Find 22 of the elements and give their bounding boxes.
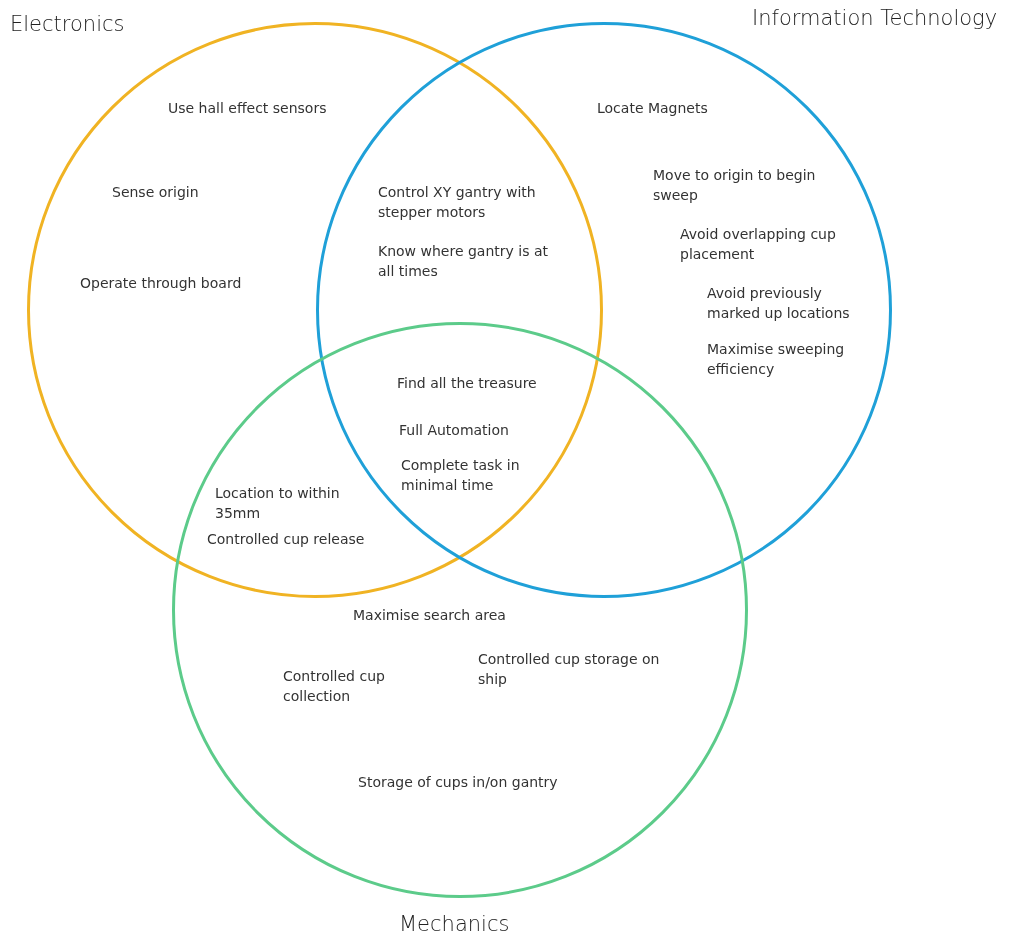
item-label: Controlled cup storage on ship — [478, 650, 661, 689]
item-label: Full Automation — [399, 421, 509, 440]
item-label: Know where gantry is at all times — [378, 242, 549, 281]
item-label: Controlled cup collection — [283, 667, 386, 706]
item-label: Operate through board — [80, 274, 242, 293]
item-label: Complete task in minimal time — [401, 456, 521, 495]
item-label: Controlled cup release — [207, 530, 365, 549]
item-label: Sense origin — [112, 183, 199, 202]
item-label: Find all the treasure — [397, 374, 537, 393]
item-label: Maximise sweeping efficiency — [707, 340, 846, 379]
item-label: Maximise search area — [353, 606, 506, 625]
item-label: Locate Magnets — [597, 99, 708, 118]
set-title: Mechanics — [399, 912, 510, 936]
set-title: Information Technology — [752, 6, 998, 30]
set-title: Electronics — [10, 12, 125, 36]
item-label: Move to origin to begin sweep — [653, 166, 817, 205]
item-label: Use hall effect sensors — [168, 99, 327, 118]
item-label: Avoid previously marked up locations — [707, 284, 851, 323]
item-label: Location to within 35mm — [215, 484, 341, 523]
item-label: Avoid overlapping cup placement — [680, 225, 837, 264]
item-label: Control XY gantry with stepper motors — [378, 183, 537, 222]
item-label: Storage of cups in/on gantry — [358, 773, 558, 792]
